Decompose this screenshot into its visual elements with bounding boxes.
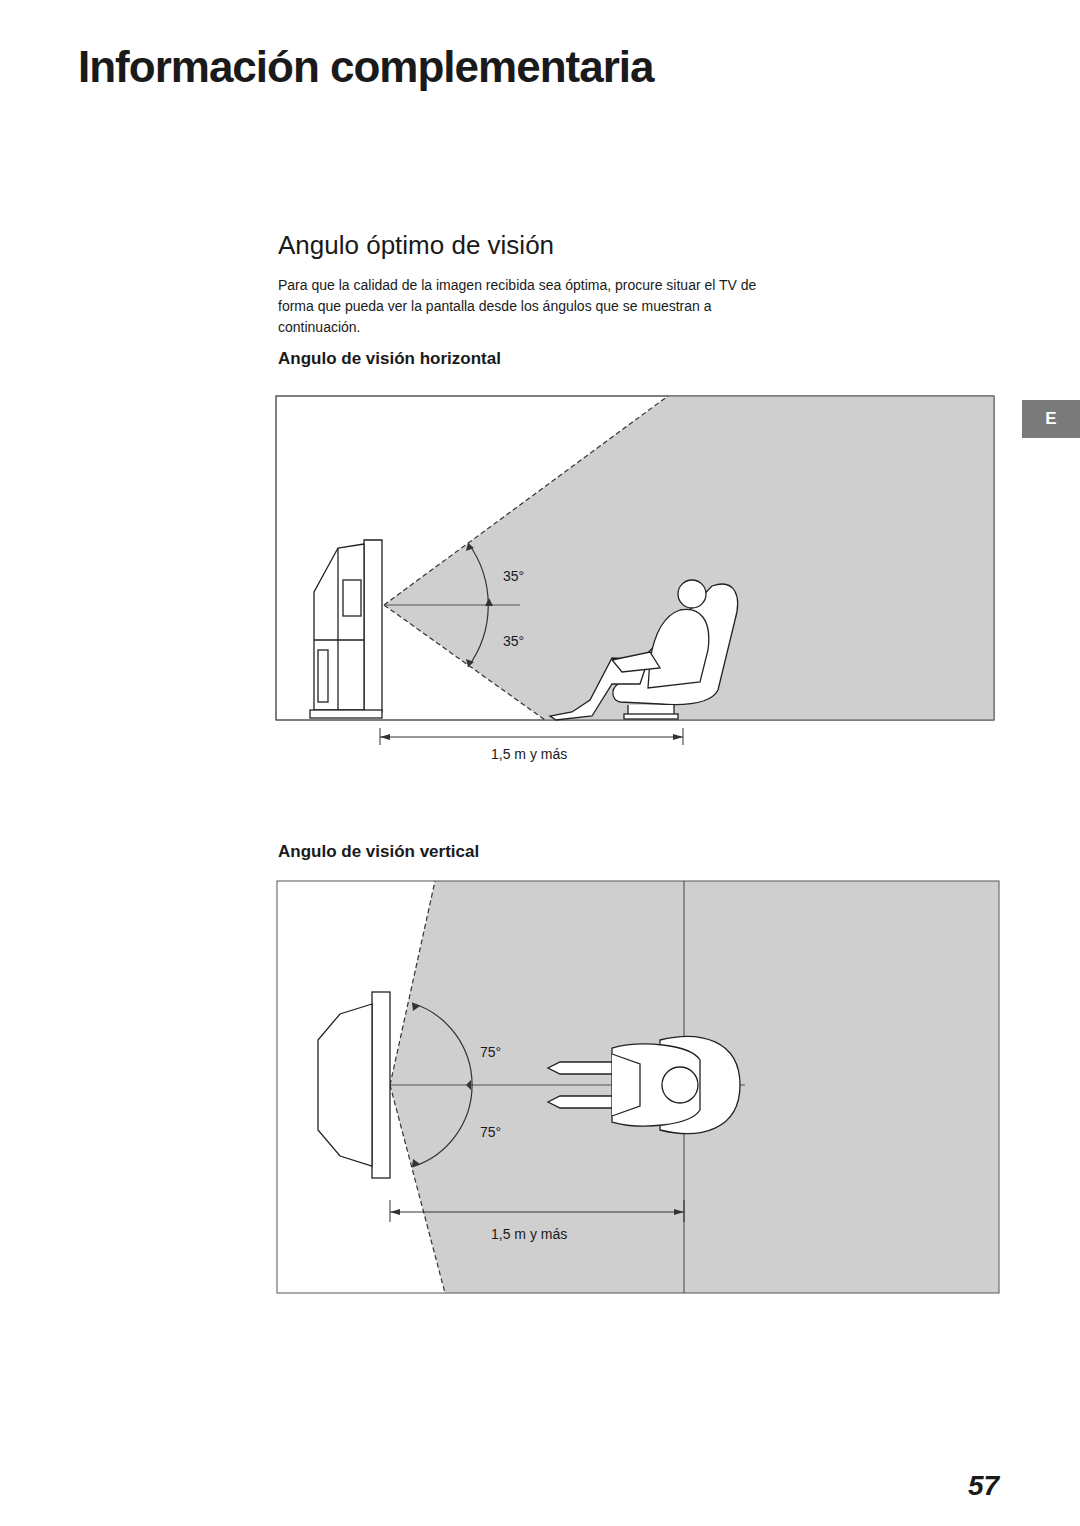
angle-label: 75° — [480, 1044, 501, 1060]
vertical-diagram — [277, 881, 999, 1293]
language-tab: E — [1022, 400, 1080, 438]
section-heading: Angulo óptimo de visión — [278, 230, 554, 261]
tab-letter: E — [1045, 409, 1056, 429]
page-title: Información complementaria — [78, 42, 653, 92]
horizontal-diagram — [276, 396, 994, 745]
subheading: Angulo de visión horizontal — [278, 349, 501, 369]
angle-label: 75° — [480, 1124, 501, 1140]
subheading: Angulo de visión vertical — [278, 842, 479, 862]
angle-label: 35° — [503, 568, 524, 584]
angle-label: 35° — [503, 633, 524, 649]
page-number: 57 — [968, 1470, 999, 1502]
distance-label: 1,5 m y más — [491, 746, 567, 762]
distance-label: 1,5 m y más — [491, 1226, 567, 1242]
intro-paragraph: Para que la calidad de la imagen recibid… — [278, 275, 778, 338]
